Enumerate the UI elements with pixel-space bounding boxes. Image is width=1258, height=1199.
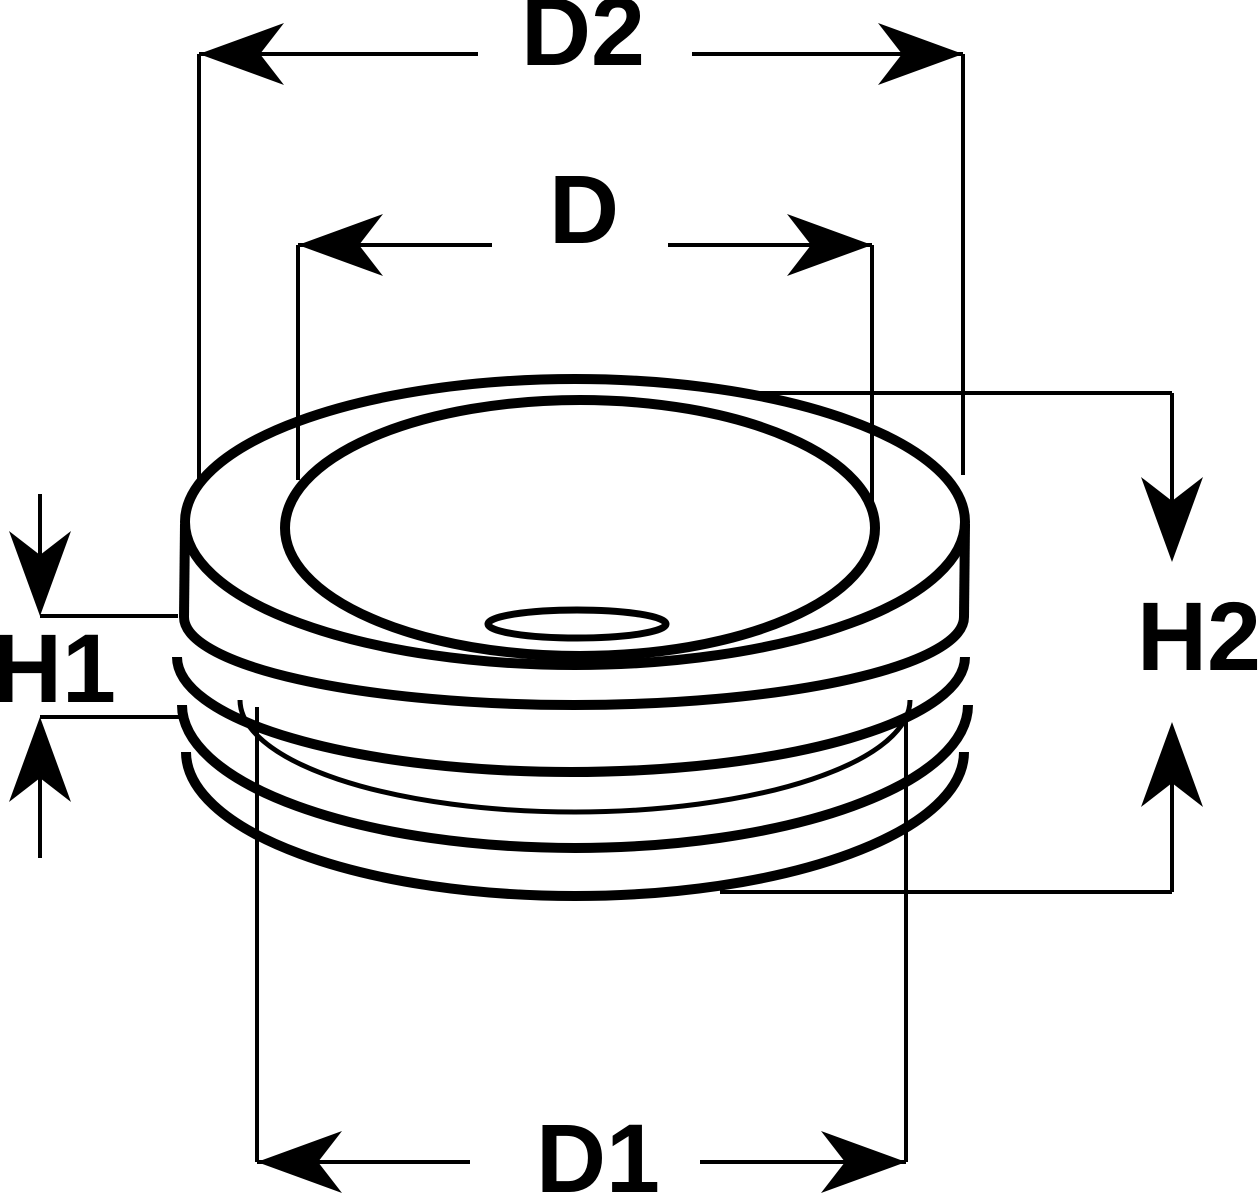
dimension-label-d1: D1 [536, 1104, 660, 1199]
dimension-h2 [720, 391, 1203, 894]
grommet-bottom-arc [181, 751, 969, 901]
grommet-top-outer-ellipse [180, 374, 970, 670]
d2-arrowhead-left-icon [199, 23, 284, 85]
h2-arrowhead-up-icon [1141, 722, 1203, 807]
d2-arrowhead-right-icon [878, 23, 963, 85]
grommet-right-side-line [959, 523, 970, 618]
dimension-d [296, 214, 874, 535]
d-arrowhead-right-icon [787, 214, 872, 276]
d1-arrowhead-left-icon [257, 1131, 342, 1193]
dimension-label-h1: H1 [0, 614, 116, 723]
grommet-center-hole-ellipse [484, 606, 670, 642]
grommet-lower-flange-inner-arc [237, 699, 913, 815]
d1-arrowhead-right-icon [821, 1131, 906, 1193]
dimension-d2 [197, 23, 965, 490]
h1-arrowhead-down-icon [9, 531, 71, 616]
grommet-left-side-line [179, 523, 190, 618]
dimension-h1 [9, 494, 186, 858]
d-arrowhead-left-icon [298, 214, 383, 276]
dimension-label-d2: D2 [521, 0, 645, 86]
grommet-lower-flange-mid-arc [177, 704, 973, 853]
h2-arrowhead-down-icon [1141, 477, 1203, 562]
h1-arrowhead-up-icon [9, 717, 71, 802]
dimension-label-h2: H2 [1137, 582, 1258, 691]
grommet-top-flange-bottom-arc [179, 616, 969, 710]
grommet-outline [172, 374, 973, 901]
dimension-label-d: D [549, 155, 620, 264]
grommet-lower-flange-top-arc [172, 656, 970, 777]
grommet-funnel-lip-ellipse [280, 395, 880, 661]
dimension-d1 [255, 707, 908, 1193]
